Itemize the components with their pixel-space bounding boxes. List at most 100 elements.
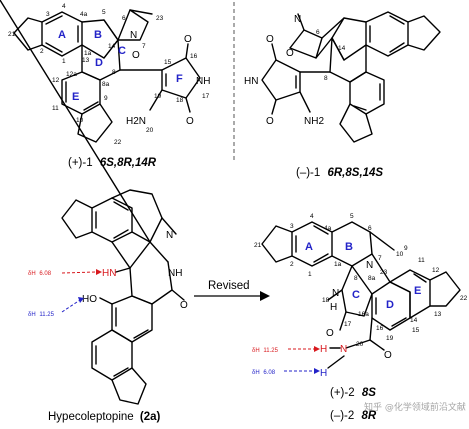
- svg-text:11: 11: [52, 105, 59, 112]
- svg-text:18: 18: [176, 97, 184, 104]
- svg-text:6: 6: [316, 29, 320, 36]
- svg-text:17: 17: [202, 93, 210, 100]
- ring-label-b-2: B: [345, 241, 353, 253]
- atom-n7-2: N: [366, 260, 373, 271]
- svg-text:12a: 12a: [66, 71, 77, 78]
- revised-arrow: Revised: [194, 280, 270, 301]
- svg-text:10: 10: [76, 117, 84, 124]
- svg-text:4: 4: [62, 3, 66, 10]
- caption-plus-2: (+)-2 8S: [330, 387, 376, 399]
- svg-text:16a: 16a: [358, 311, 369, 318]
- atom-nh2: H2N: [126, 116, 146, 127]
- ring-label-c-2: C: [352, 289, 360, 301]
- watermark: 知乎 @化学领域前沿文献: [364, 401, 466, 413]
- ring-label-e: E: [72, 91, 79, 103]
- svg-text:6: 6: [122, 15, 126, 22]
- ring-label-f: F: [176, 73, 183, 85]
- shift-red-arrow: [61, 271, 97, 274]
- atom-o18: O: [186, 116, 194, 127]
- caption-plus-1: (+)-1 6S,8R,14R: [68, 157, 157, 169]
- svg-text:15: 15: [412, 327, 420, 334]
- shift-red-label-2: δH 11.25: [252, 348, 279, 354]
- svg-text:9: 9: [104, 95, 108, 102]
- atom-o1-top-right: O: [266, 34, 274, 45]
- svg-text:21: 21: [8, 31, 16, 38]
- svg-text:8: 8: [112, 69, 116, 76]
- shift-blue-arrow: [61, 299, 81, 313]
- structure-2: N N H O O N H H A B C D E 4 4a 3 21 2 1 …: [252, 213, 468, 422]
- svg-text:8a: 8a: [368, 275, 376, 282]
- svg-text:1: 1: [62, 58, 66, 65]
- svg-text:7: 7: [142, 43, 146, 50]
- svg-text:17: 17: [344, 321, 352, 328]
- shift-blue-label-2: δH 6.08: [252, 370, 276, 376]
- dioxole-top-left: [13, 17, 43, 51]
- svg-text:4: 4: [310, 213, 314, 220]
- svg-text:22: 22: [114, 139, 122, 146]
- svg-text:14: 14: [410, 317, 418, 324]
- atom-h-2: H: [330, 302, 337, 313]
- svg-text:13: 13: [82, 57, 90, 64]
- ring-label-c: C: [118, 45, 126, 57]
- atom-o-hypecoleptopine: O: [180, 300, 188, 311]
- svg-text:12: 12: [432, 267, 440, 274]
- atom-o17-2: O: [326, 328, 334, 339]
- svg-text:1a: 1a: [84, 50, 92, 57]
- atom-hn-red: HN: [102, 268, 116, 279]
- ring-label-d: D: [95, 57, 103, 69]
- structure-hypecoleptopine: N HN NH HO O δH 6.08 δH 11.25 Hypecolept…: [0, 0, 188, 423]
- svg-text:9: 9: [404, 245, 408, 252]
- atom-n-top-right: N: [294, 14, 301, 25]
- svg-text:1: 1: [308, 271, 312, 278]
- svg-text:2: 2: [290, 261, 294, 268]
- svg-text:15: 15: [164, 59, 172, 66]
- svg-text:14: 14: [108, 43, 116, 50]
- svg-text:3: 3: [46, 11, 50, 18]
- svg-text:23: 23: [156, 15, 164, 22]
- caption-hypecoleptopine: Hypecoleptopine (2a): [48, 411, 160, 423]
- svg-text:7: 7: [378, 255, 382, 262]
- structure-plus-1: N O O NH O H2N A B C D E F 3 4 4a 5 6 7 …: [8, 3, 210, 169]
- atom-h-red-amide: H: [320, 344, 327, 355]
- revised-label: Revised: [208, 280, 250, 292]
- svg-text:2: 2: [40, 48, 44, 55]
- svg-text:21: 21: [254, 242, 262, 249]
- atom-h-blue-amide: H: [320, 368, 327, 379]
- atom-ho-hypecoleptopine: HO: [82, 294, 97, 305]
- svg-text:5: 5: [350, 213, 354, 220]
- shift-blue-label: δH 11.25: [28, 312, 55, 318]
- caption-minus-2: (–)-2 8R: [330, 410, 377, 422]
- atom-hn-top-right: HN: [244, 76, 258, 87]
- atom-nh: NH: [196, 76, 210, 87]
- svg-text:8: 8: [324, 75, 328, 82]
- svg-text:6: 6: [368, 225, 372, 232]
- svg-text:4a: 4a: [324, 225, 332, 232]
- svg-text:8a: 8a: [102, 81, 110, 88]
- shift-red-label: δH 6.08: [28, 271, 52, 277]
- svg-text:16: 16: [376, 325, 384, 332]
- svg-text:13: 13: [434, 311, 442, 318]
- ring-label-a: A: [58, 29, 66, 41]
- svg-text:20: 20: [356, 341, 364, 348]
- svg-text:8: 8: [354, 275, 358, 282]
- ring-label-d-2: D: [386, 299, 394, 311]
- structure-minus-1: N O HN O O NH2 6 14 8 (–)-1 6R,8S,14S: [244, 11, 441, 179]
- caption-minus-1: (–)-1 6R,8S,14S: [296, 167, 383, 179]
- svg-text:22: 22: [460, 295, 468, 302]
- atom-n18-2: N: [332, 288, 339, 299]
- atom-n7: N: [130, 30, 137, 41]
- atom-o7: O: [132, 50, 140, 61]
- svg-text:1a: 1a: [334, 261, 342, 268]
- svg-text:16: 16: [190, 53, 198, 60]
- atom-o2-top-right: O: [266, 116, 274, 127]
- atom-o16: O: [184, 34, 192, 45]
- atom-o-top-right: O: [286, 48, 294, 59]
- svg-text:19: 19: [386, 335, 394, 342]
- svg-text:20: 20: [146, 127, 154, 134]
- svg-text:3: 3: [290, 223, 294, 230]
- ring-label-b: B: [94, 29, 102, 41]
- atom-o19-2: O: [384, 350, 392, 361]
- atom-n-amide: N: [340, 344, 347, 355]
